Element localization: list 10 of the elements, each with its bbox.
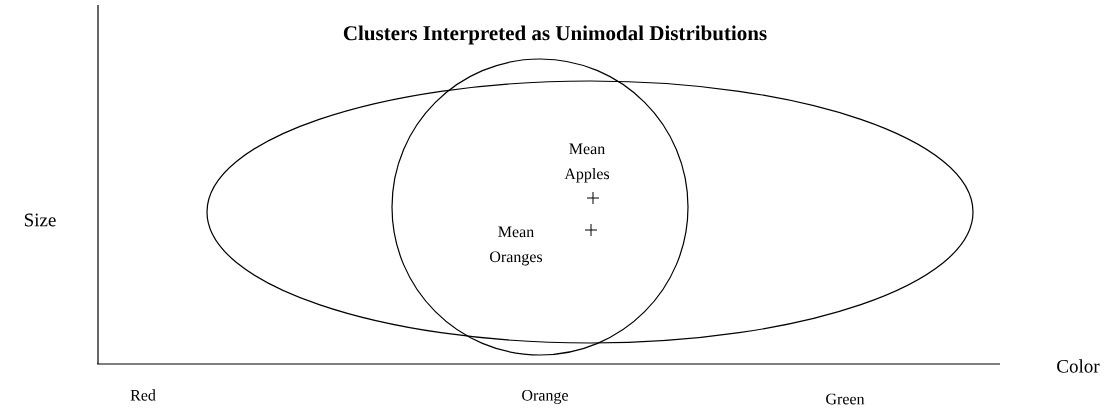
tick-label: Green: [826, 393, 865, 405]
ellipse: [206, 80, 974, 344]
tick-label: Orange: [522, 390, 568, 405]
axis-label: Size: [24, 213, 56, 227]
point-label: Mean Apples: [564, 143, 610, 183]
tick-label: Red: [130, 389, 156, 401]
title: Clusters Interpreted as Unimodal Distributions: [343, 25, 767, 45]
axis-label: Color: [1057, 359, 1100, 373]
circle: [391, 58, 689, 356]
point-label: Mean Oranges: [490, 226, 543, 266]
